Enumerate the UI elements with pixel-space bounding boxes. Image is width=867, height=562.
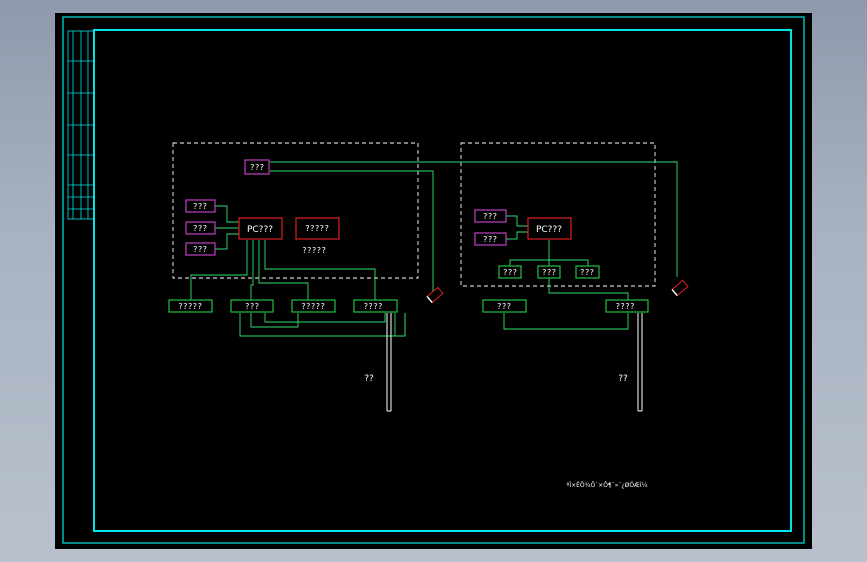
- left-enclosure: [172, 142, 419, 279]
- right-bottom-module-1: ???: [482, 299, 527, 313]
- left-bottom-module-1: ?????: [168, 299, 213, 313]
- left-sensor-icon: [426, 286, 444, 304]
- right-module-1-label: ???: [483, 212, 498, 221]
- left-pc-label: PC???: [247, 225, 273, 235]
- right-module-2-label: ???: [483, 235, 498, 244]
- right-sub-module-2-label: ???: [542, 268, 557, 277]
- left-bottom-module-1-label: ?????: [178, 302, 202, 311]
- right-bottom-module-2-label: ????: [615, 302, 634, 311]
- left-top-module-label: ???: [250, 163, 265, 172]
- schematic-diagram: ??? ??? ??? ??? PC??? ????? ????? ????? …: [62, 16, 805, 544]
- right-sub-module-3-label: ???: [580, 268, 595, 277]
- right-sub-module-3: ???: [575, 265, 600, 279]
- right-sensor-icon: [671, 279, 689, 297]
- outer-frame: [62, 16, 805, 544]
- side-title-strip: [67, 30, 95, 220]
- wires: [190, 161, 678, 411]
- left-bottom-module-4-label: ????: [363, 302, 382, 311]
- right-enclosure: [460, 142, 656, 287]
- drawing-title: ºÏ×ÊÕ¾Ô´×Ô¶¯»¯¿ØÖÆÍ¼: [567, 481, 648, 489]
- right-pipe-label: ??: [618, 374, 628, 384]
- left-pc-box: PC???: [238, 217, 283, 240]
- left-module-2-label: ???: [193, 224, 208, 233]
- left-red-box-caption: ?????: [302, 246, 326, 255]
- left-top-module: ???: [244, 159, 270, 175]
- left-red-box: ?????: [295, 217, 340, 240]
- left-bottom-module-3-label: ?????: [301, 302, 325, 311]
- left-bottom-module-4: ????: [353, 299, 398, 313]
- pipes: [386, 313, 643, 412]
- left-bottom-module-2: ???: [230, 299, 274, 313]
- right-pc-box: PC???: [527, 217, 572, 240]
- right-module-2: ???: [474, 232, 507, 246]
- left-module-3: ???: [185, 242, 216, 256]
- right-sub-module-1: ???: [498, 265, 522, 279]
- right-sub-module-1-label: ???: [503, 268, 518, 277]
- left-module-1: ???: [185, 199, 216, 213]
- left-module-2: ???: [185, 221, 216, 235]
- right-sub-module-2: ???: [537, 265, 561, 279]
- right-pc-label: PC???: [536, 225, 562, 235]
- left-module-1-label: ???: [193, 202, 208, 211]
- left-bottom-module-2-label: ???: [245, 302, 260, 311]
- inner-frame: [93, 29, 792, 532]
- right-module-1: ???: [474, 209, 507, 223]
- left-pipe-label: ??: [364, 374, 374, 384]
- left-bottom-module-3: ?????: [291, 299, 336, 313]
- left-red-box-label: ?????: [305, 224, 329, 233]
- left-module-3-label: ???: [193, 245, 208, 254]
- right-bottom-module-2: ????: [605, 299, 649, 313]
- right-bottom-module-1-label: ???: [497, 302, 512, 311]
- drawing-canvas: ??? ??? ??? ??? PC??? ????? ????? ????? …: [55, 13, 812, 549]
